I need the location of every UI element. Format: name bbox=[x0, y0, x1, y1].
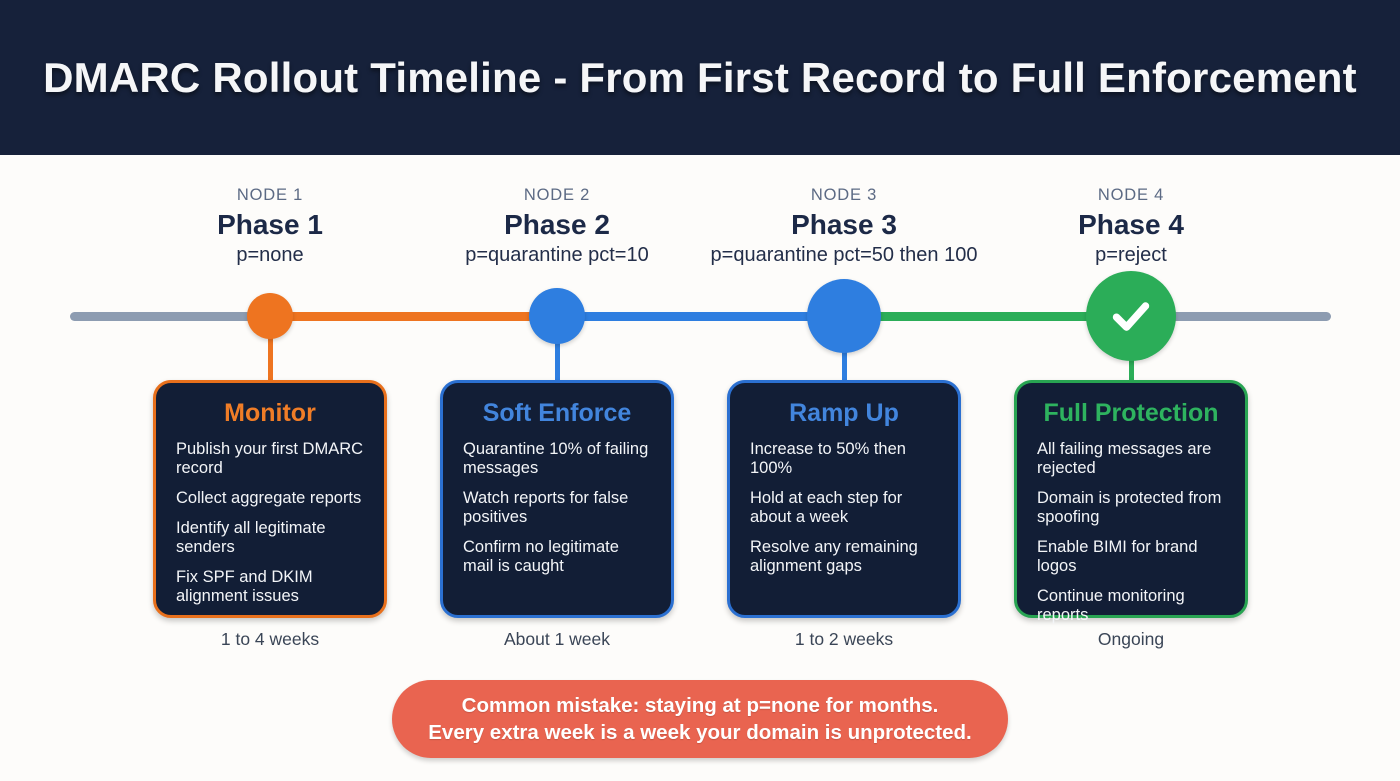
node-label: NODE 1 bbox=[236, 186, 304, 204]
policy-label: p=none bbox=[236, 244, 304, 266]
node-label: NODE 4 bbox=[1097, 186, 1165, 204]
warning-banner: Common mistake: staying at p=none for mo… bbox=[392, 680, 1008, 758]
card-item: Increase to 50% then 100% bbox=[750, 440, 906, 477]
connector-stem-1 bbox=[268, 317, 273, 383]
card-item: All failing messages are rejected bbox=[1037, 440, 1212, 477]
node-header-1: NODE 1 Phase 1 p=none bbox=[120, 186, 420, 267]
phase-title: Phase 3 bbox=[791, 209, 897, 240]
duration-label-3: 1 to 2 weeks bbox=[794, 629, 894, 649]
card-item: Publish your first DMARC record bbox=[176, 440, 364, 477]
timeline-node-4 bbox=[1086, 271, 1176, 361]
card-item: Domain is protected from spoofing bbox=[1037, 488, 1222, 526]
card-item: Enable BIMI for brand logos bbox=[1037, 537, 1198, 575]
phase-title: Phase 4 bbox=[1078, 209, 1184, 240]
card-item: Hold at each step for about a week bbox=[750, 488, 903, 526]
card-title: Full Protection bbox=[1043, 399, 1219, 427]
timeline-segment-phase2 bbox=[557, 312, 844, 321]
policy-label: p=reject bbox=[1095, 244, 1167, 266]
checkmark-icon bbox=[1103, 288, 1159, 344]
card-item: Resolve any remaining alignment gaps bbox=[750, 537, 918, 575]
duration-label-2: About 1 week bbox=[503, 629, 611, 649]
connector-stem-2 bbox=[555, 317, 560, 383]
timeline-node-3 bbox=[807, 279, 881, 353]
node-header-4: NODE 4 Phase 4 p=reject bbox=[981, 186, 1281, 267]
card-item: Confirm no legitimate mail is caught bbox=[463, 537, 619, 575]
timeline-node-1 bbox=[247, 293, 293, 339]
node-label: NODE 3 bbox=[810, 186, 878, 204]
card-item: Collect aggregate reports bbox=[176, 488, 362, 507]
phase-card-full-protection: Full Protection All failing messages are… bbox=[1014, 380, 1248, 624]
card-item: Quarantine 10% of failing messages bbox=[463, 440, 649, 477]
duration-label-1: 1 to 4 weeks bbox=[220, 629, 320, 649]
phase-card-ramp-up: Ramp Up Increase to 50% then 100% Hold a… bbox=[727, 380, 961, 618]
phase-title: Phase 2 bbox=[504, 209, 610, 240]
timeline-segment-end bbox=[1131, 312, 1331, 321]
card-item: Identify all legitimate senders bbox=[176, 518, 326, 556]
timeline-segment-phase1 bbox=[270, 312, 557, 321]
card-item: Continue monitoring reports bbox=[1037, 586, 1185, 624]
card-item: Fix SPF and DKIM alignment issues bbox=[176, 567, 313, 605]
timeline-node-2 bbox=[529, 288, 585, 344]
phase-title: Phase 1 bbox=[217, 209, 323, 240]
node-header-2: NODE 2 Phase 2 p=quarantine pct=10 bbox=[407, 186, 707, 267]
timeline-segment-start bbox=[70, 312, 270, 321]
timeline-segment-phase3 bbox=[844, 312, 1131, 321]
phase-card-soft-enforce: Soft Enforce Quarantine 10% of failing m… bbox=[440, 380, 674, 618]
card-item: Watch reports for false positives bbox=[463, 488, 629, 526]
policy-label: p=quarantine pct=50 then 100 bbox=[710, 244, 978, 266]
card-title: Ramp Up bbox=[789, 399, 899, 427]
node-label: NODE 2 bbox=[523, 186, 591, 204]
phase-card-monitor: Monitor Publish your first DMARC record … bbox=[153, 380, 387, 618]
page-title: DMARC Rollout Timeline - From First Reco… bbox=[43, 53, 1357, 101]
duration-label-4: Ongoing bbox=[1097, 629, 1165, 649]
banner-line-2: Every extra week is a week your domain i… bbox=[428, 721, 972, 744]
card-title: Soft Enforce bbox=[482, 399, 632, 427]
node-header-3: NODE 3 Phase 3 p=quarantine pct=50 then … bbox=[694, 186, 994, 267]
banner-line-1: Common mistake: staying at p=none for mo… bbox=[461, 693, 939, 717]
policy-label: p=quarantine pct=10 bbox=[465, 244, 649, 266]
card-title: Monitor bbox=[224, 399, 316, 427]
header-band: DMARC Rollout Timeline - From First Reco… bbox=[0, 0, 1400, 155]
